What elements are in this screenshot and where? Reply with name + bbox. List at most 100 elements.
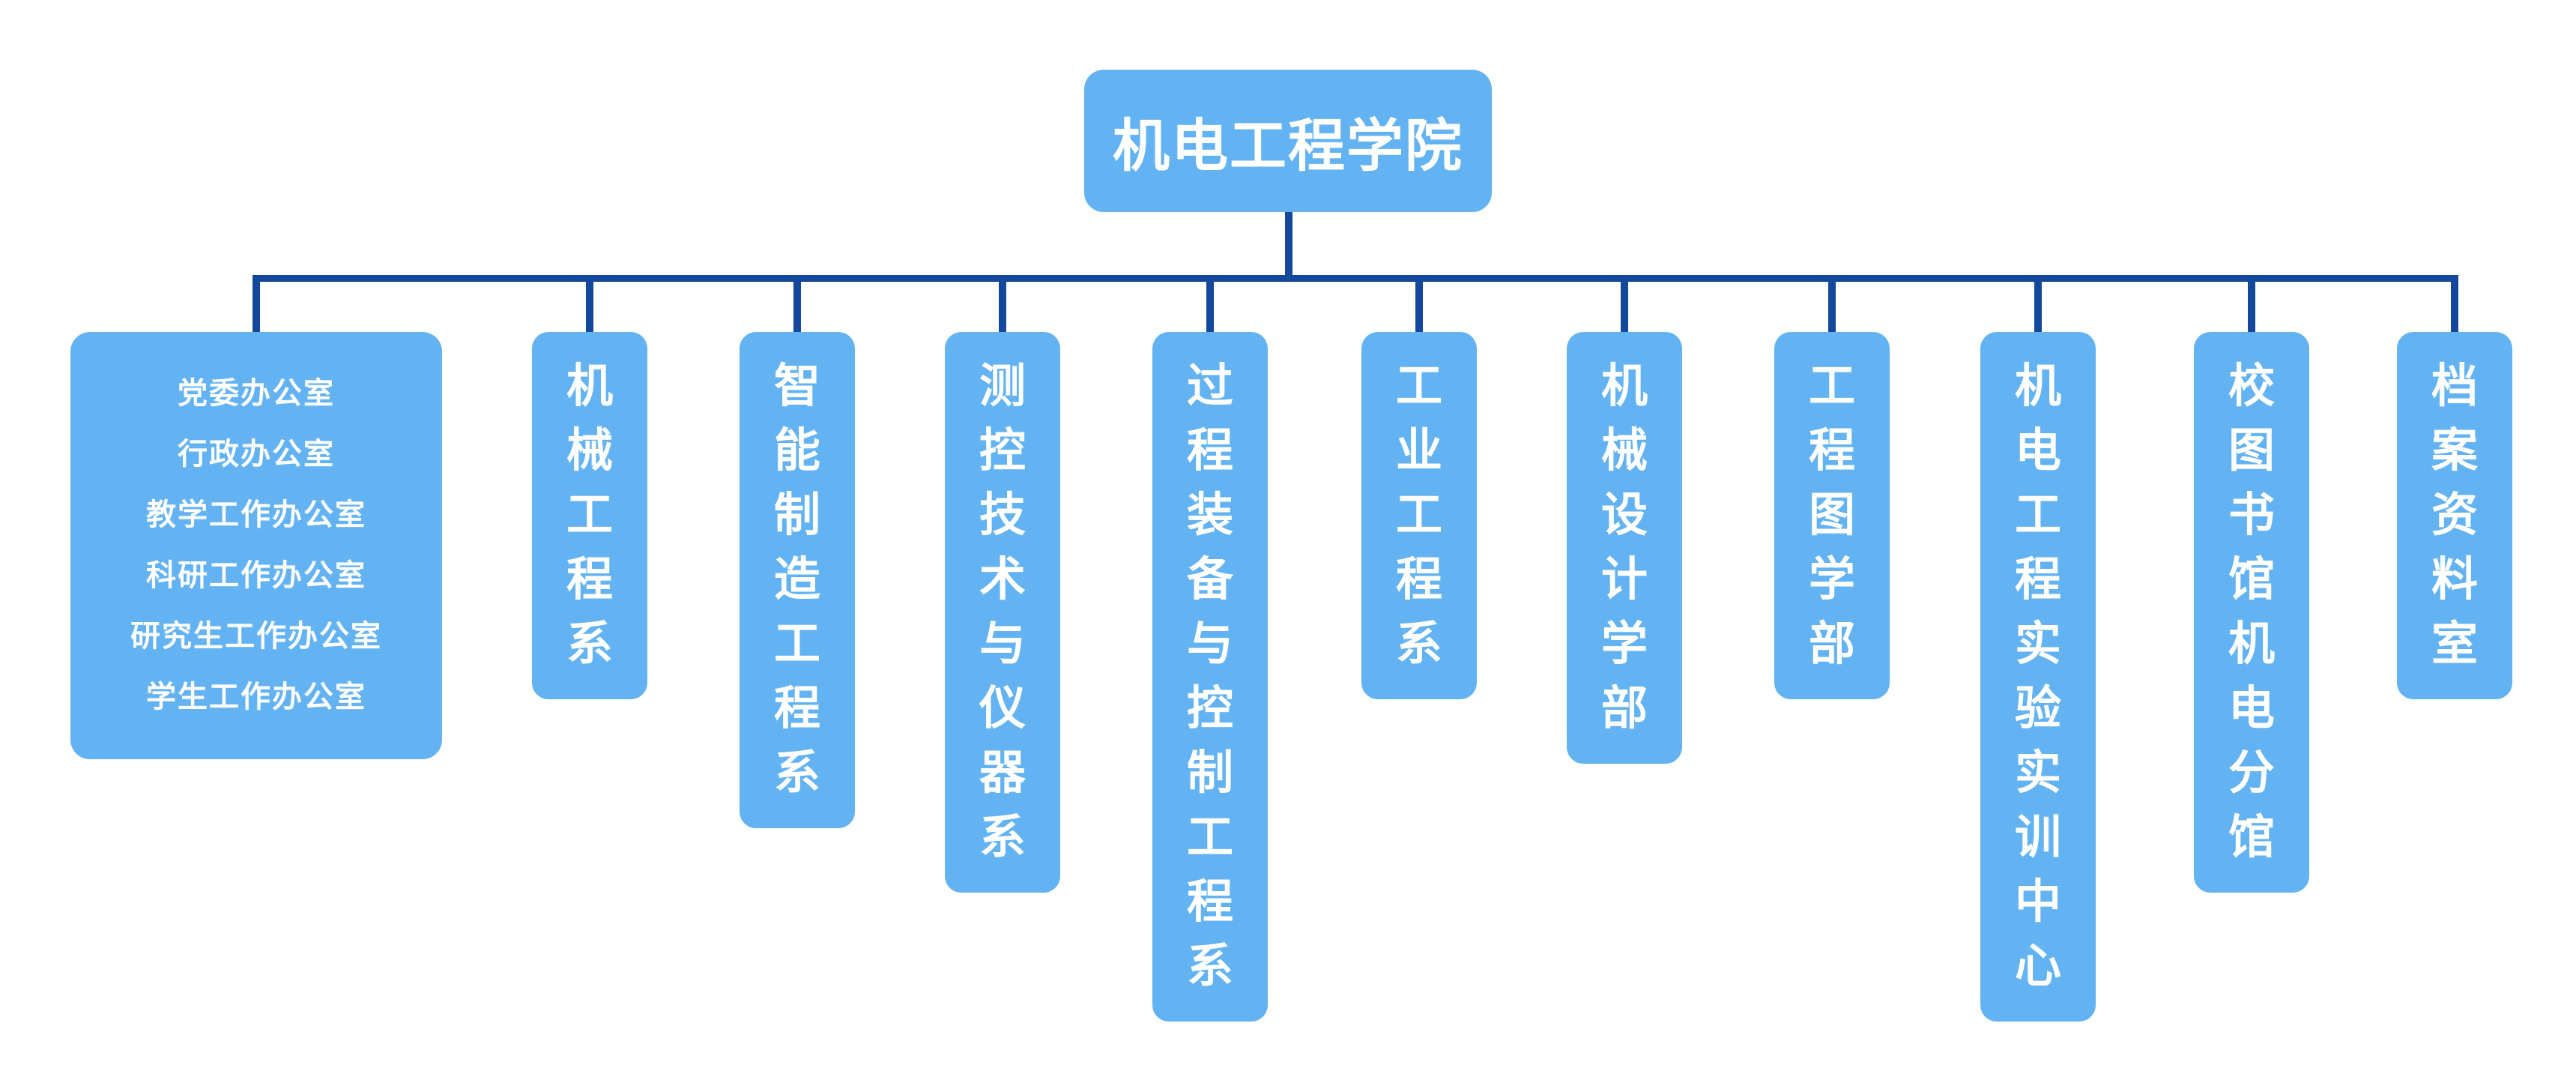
connector-drop [253,275,260,332]
connector-drop [2248,275,2255,332]
branch-box-char: 控 [1186,683,1233,734]
branch-box-char: 馆 [2228,812,2275,863]
branch-box: 过程装备与控制工程系 [1152,332,1268,1022]
branch-box-char: 工 [1395,361,1442,412]
office-line: 科研工作办公室 [146,559,366,592]
branch-box-char: 械 [566,425,613,477]
branch-box-char: 程 [1186,425,1233,477]
branch-box-char: 系 [1395,618,1442,670]
branch-box-char: 书 [2228,489,2275,541]
branch-box-char: 案 [2431,425,2478,477]
branch-box-char: 中 [2014,876,2061,928]
branch-box: 工程图学部 [1774,332,1890,699]
branch-box-char: 资 [2431,489,2478,541]
branch-box-char: 测 [979,361,1026,412]
branch-box-char: 工 [773,618,820,670]
branch-box-char: 部 [1600,683,1648,734]
branch-box-char: 计 [1600,554,1648,606]
branch-box-char: 料 [2431,554,2478,606]
office-line: 党委办公室 [178,377,335,410]
branch-box-char: 备 [1186,554,1233,606]
branch-box-char: 系 [566,618,613,670]
branch-box: 档案资料室 [2397,332,2512,699]
connector-drop [586,275,593,332]
branch-box: 智能制造工程系 [740,332,855,828]
branch-box-offices: 党委办公室行政办公室教学工作办公室科研工作办公室研究生工作办公室学生工作办公室 [70,332,442,759]
branch-box-char: 心 [2014,941,2061,992]
branch-box-char: 电 [2228,683,2275,734]
branch-box: 机械设计学部 [1567,332,1682,764]
branch-box-char: 电 [2014,425,2061,477]
branch-box-char: 程 [2014,554,2061,606]
branch-box-char: 工 [1395,489,1442,541]
branch-box-char: 仪 [979,683,1026,734]
branch-box-char: 智 [773,361,820,412]
office-line: 研究生工作办公室 [130,620,382,653]
branch-box-char: 程 [1395,554,1442,606]
branch-box-char: 程 [566,554,613,606]
connector-drop [2034,275,2042,332]
connector-trunk [1285,212,1292,282]
branch-box-char: 技 [979,489,1026,541]
branch-box-char: 制 [1186,747,1233,799]
branch-box: 校图书馆机电分馆 [2194,332,2309,893]
connector-drop [999,275,1006,332]
branch-box-char: 与 [979,618,1026,670]
branch-box-char: 机 [2228,618,2275,670]
branch-box-char: 图 [1808,489,1855,541]
branch-box-char: 系 [979,812,1026,863]
branch-box-char: 设 [1600,489,1648,541]
branch-box-char: 过 [1186,361,1233,412]
connector-bar [253,275,2458,282]
branch-box-char: 机 [566,361,613,412]
branch-box-char: 档 [2431,361,2478,412]
branch-box: 工业工程系 [1361,332,1477,699]
branch-box-char: 能 [773,425,820,477]
branch-box-char: 器 [979,747,1026,799]
branch-box-char: 系 [773,747,820,799]
connector-drop [1828,275,1836,332]
branch-box-char: 校 [2228,361,2275,412]
connector-drop [1415,275,1423,332]
branch-box-char: 程 [1186,876,1233,928]
branch-box-char: 程 [1808,425,1855,477]
branch-box-char: 学 [1808,554,1855,606]
branch-box-char: 造 [773,554,820,606]
branch-box-char: 学 [1600,618,1648,670]
branch-box-char: 馆 [2228,554,2275,606]
branch-box-char: 实 [2014,747,2061,799]
branch-box-char: 验 [2014,683,2061,734]
branch-box-char: 术 [979,554,1026,606]
branch-box-char: 机 [2014,361,2061,412]
branch-box-char: 图 [2228,425,2275,477]
branch-box-char: 业 [1395,425,1442,477]
branch-box-char: 工 [1186,812,1233,863]
branch-box-char: 控 [979,425,1026,477]
branch-box-char: 室 [2431,618,2478,670]
connector-drop [1621,275,1628,332]
branch-box-char: 工 [566,489,613,541]
branch-box-char: 装 [1186,489,1233,541]
branch-box-char: 实 [2014,618,2061,670]
connector-drop [1206,275,1214,332]
office-line: 学生工作办公室 [146,681,366,714]
branch-box: 机械工程系 [532,332,647,699]
root-box-label: 机电工程学院 [1113,115,1463,178]
branch-box-char: 系 [1186,941,1233,992]
branch-box-char: 与 [1186,618,1233,670]
branch-box-char: 制 [773,489,820,541]
branch-box: 测控技术与仪器系 [945,332,1060,893]
branch-box-char: 部 [1808,618,1855,670]
connector-drop [2451,275,2458,332]
branch-box: 机电工程实验实训中心 [1980,332,2096,1022]
branch-box-char: 程 [773,683,820,734]
connector-drop [793,275,801,332]
branch-box-char: 械 [1600,425,1648,477]
branch-box-char: 分 [2228,747,2275,799]
branch-box-char: 工 [1808,361,1855,412]
branch-box-char: 工 [2014,489,2061,541]
root-box: 机电工程学院 [1084,70,1492,212]
branch-box-char: 机 [1600,361,1648,412]
branch-box-char: 训 [2014,812,2061,863]
